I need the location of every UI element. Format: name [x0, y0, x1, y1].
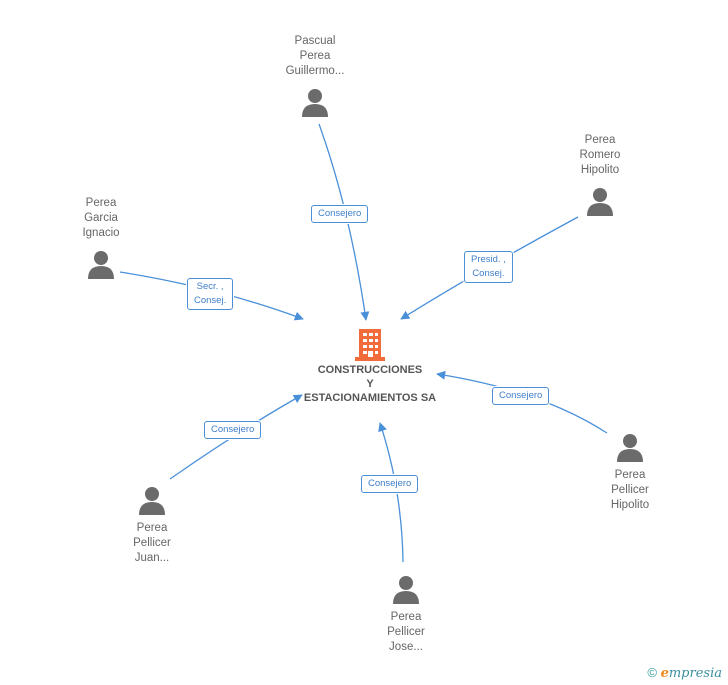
building-icon [355, 329, 385, 361]
company-name[interactable]: CONSTRUCCIONES Y ESTACIONAMIENTOS SA [303, 364, 437, 404]
brand-logo: empresia [660, 666, 722, 681]
role-badge-garcia[interactable]: Secr. ,Consej. [187, 278, 234, 310]
role-badge-pellicer-jose[interactable]: Consejero [361, 475, 419, 493]
person-icon [587, 188, 613, 216]
person-icon [302, 89, 328, 117]
role-badge-pascual[interactable]: Consejero [311, 205, 369, 223]
person-icon [139, 487, 165, 515]
role-badge-romero[interactable]: Presid. ,Consej. [464, 251, 513, 283]
role-badge-pellicer-hipolito[interactable]: Consejero [492, 387, 550, 405]
copyright-symbol: © [647, 665, 657, 680]
brand-footer[interactable]: © empresia [647, 665, 722, 681]
company-node[interactable]: CONSTRUCCIONES Y ESTACIONAMIENTOS SA [290, 327, 450, 405]
person-icon [393, 576, 419, 604]
person-icon [617, 434, 643, 462]
person-icon [88, 251, 114, 279]
role-badge-pellicer-juan[interactable]: Consejero [204, 421, 262, 439]
